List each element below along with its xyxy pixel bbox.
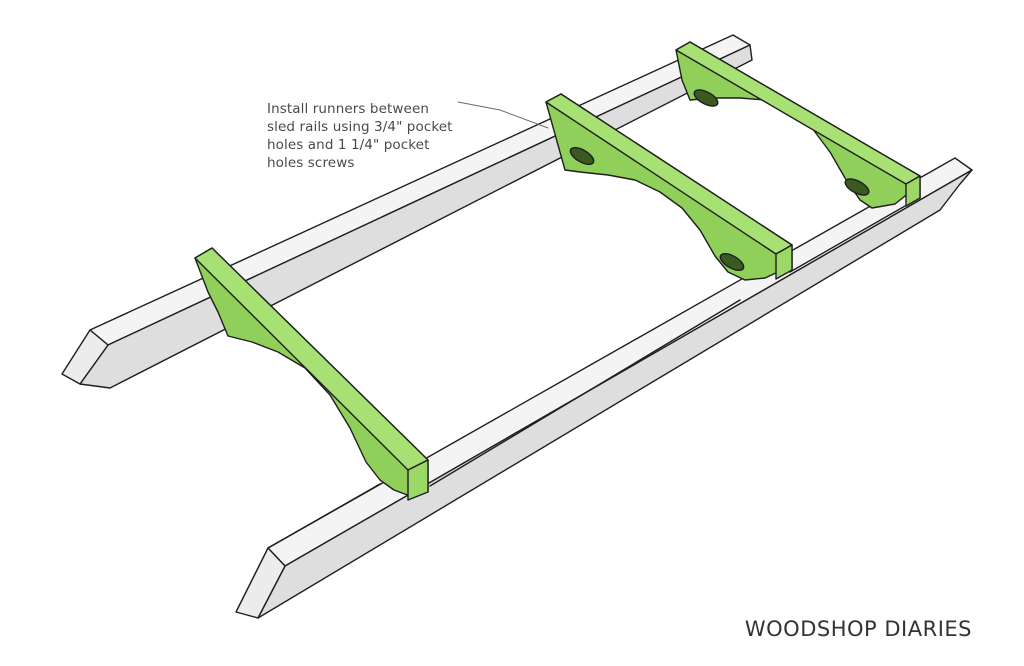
back-rail-end xyxy=(61,329,109,385)
pocket-hole xyxy=(844,178,870,196)
runner-middle xyxy=(545,93,793,281)
pocket-hole xyxy=(693,89,719,107)
back-rail-top xyxy=(89,34,751,346)
runner-right-end xyxy=(905,175,921,207)
leader-line xyxy=(457,101,549,129)
pocket-hole xyxy=(719,252,745,272)
runner-left-end xyxy=(407,459,429,501)
front-rail-end xyxy=(235,547,286,619)
runner-middle-end xyxy=(775,244,793,280)
pocket-hole xyxy=(569,146,595,166)
brand-watermark: WOODSHOP DIARIES xyxy=(744,617,972,641)
runner-left xyxy=(194,247,429,501)
runner-middle-top xyxy=(545,93,793,255)
runner-right-top xyxy=(675,41,921,185)
assembly-instruction-note: Install runners between sled rails using… xyxy=(267,101,453,171)
front-rail xyxy=(235,157,973,619)
runner-right xyxy=(675,41,921,209)
